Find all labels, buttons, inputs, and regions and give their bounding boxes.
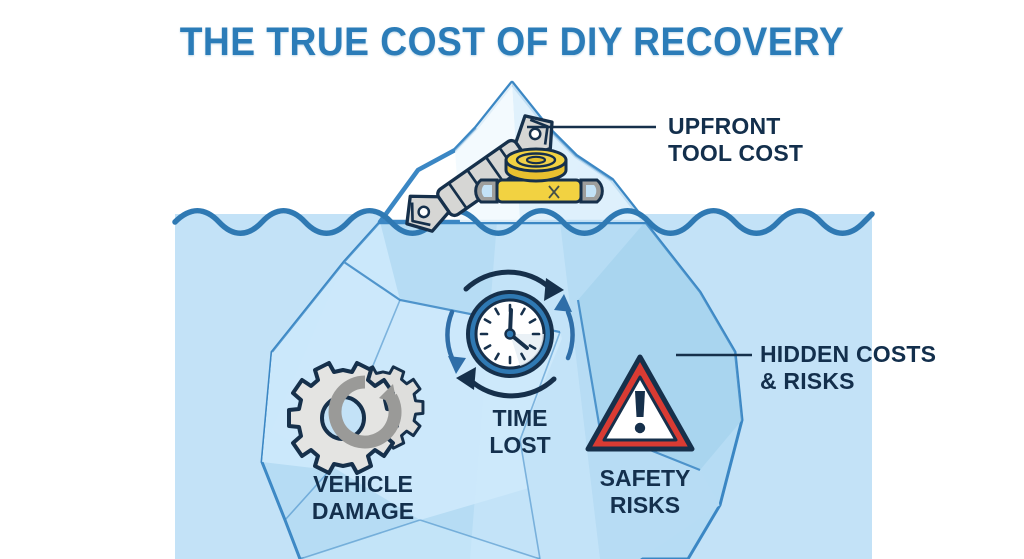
node-label-time-line2: LOST: [489, 431, 551, 458]
callout-hidden-line2: & RISKS: [760, 368, 855, 395]
callout-upfront-line2: TOOL COST: [668, 140, 804, 167]
gears-icon: [287, 361, 425, 475]
node-label-vehicle-line1: VEHICLE: [313, 471, 413, 497]
node-label-vehicle-damage: VEHICLE DAMAGE: [248, 471, 478, 524]
water-line: [172, 208, 875, 236]
node-label-safety-line1: SAFETY: [599, 465, 691, 491]
node-label-safety-line2: RISKS: [609, 491, 681, 518]
node-label-time-lost: TIME LOST: [435, 405, 605, 458]
node-label-safety-risks: SAFETY RISKS: [555, 465, 735, 518]
callout-upfront-line1: UPFRONT: [668, 113, 781, 139]
page-title: THE TRUE COST OF DIY RECOVERY: [179, 20, 845, 64]
callout-upfront-tool-cost: UPFRONT TOOL COST: [668, 113, 803, 167]
warning-triangle-icon: [585, 354, 695, 452]
callout-hidden-line1: HIDDEN COSTS: [760, 341, 937, 367]
callout-hidden-costs-risks: HIDDEN COSTS & RISKS: [760, 341, 936, 395]
node-label-vehicle-line2: DAMAGE: [311, 497, 415, 524]
tow-strap-icon: [474, 147, 604, 204]
node-label-time-line1: TIME: [492, 405, 548, 431]
clock-icon: [445, 269, 575, 399]
